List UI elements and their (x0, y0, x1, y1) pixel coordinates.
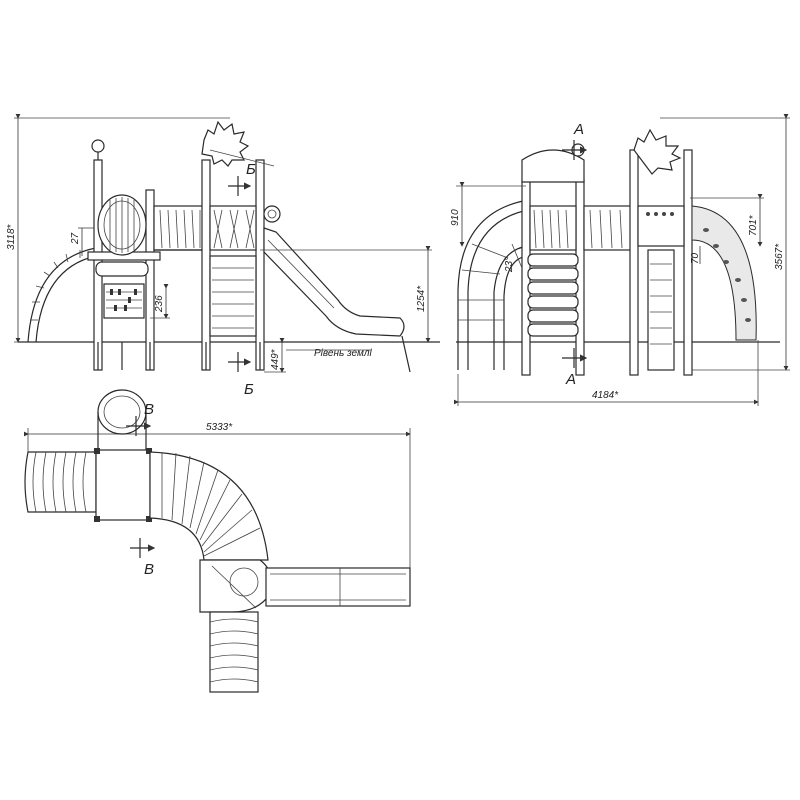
arch-climber-end (457, 199, 529, 370)
bridge-side (153, 205, 205, 251)
side-view: 3118* (6, 114, 440, 398)
section-label-a-bottom: А (565, 371, 576, 388)
plan-curved-bridge (149, 451, 269, 561)
dim-label-4184: 4184* (592, 390, 619, 401)
section-label-b-top: Б (246, 161, 256, 178)
telescope-icon (263, 205, 281, 223)
tower-left (87, 139, 161, 371)
section-label-v-top: В (144, 401, 154, 418)
section-marker-v-top: В (126, 401, 154, 436)
section-label-v-bottom: В (144, 561, 154, 578)
dim-910: 910 (450, 182, 526, 247)
section-label-b-bottom: Б (244, 381, 254, 398)
section-marker-b-top: Б (209, 149, 275, 196)
dim-label-23: 23° (504, 257, 515, 273)
plan-tube-slide (209, 611, 259, 693)
slide-side (263, 227, 411, 373)
dim-449: 449* (264, 338, 286, 373)
dim-23: 23° (504, 243, 523, 273)
plan-view: 5333* (24, 389, 411, 693)
dim-label-910: 910 (450, 209, 461, 226)
ground-level-label: Рівень землі (286, 348, 372, 359)
section-marker-a-bottom: А (562, 348, 588, 388)
dim-label-70: 70 (690, 252, 701, 264)
dim-label-701: 701* (748, 214, 759, 236)
bridge-end (583, 205, 635, 251)
dim-label-449: 449* (270, 348, 281, 370)
section-marker-a-top: А (562, 121, 588, 160)
dim-label-3118: 3118* (6, 223, 17, 250)
steering-wheel-icon (91, 139, 105, 153)
dim-236: 236 (150, 284, 170, 319)
dim-label-27: 27 (70, 232, 81, 245)
dim-701: 701* (690, 194, 764, 247)
plan-tunnel-left (24, 451, 97, 513)
dim-27: 27 (70, 227, 94, 256)
section-marker-v-bottom: В (130, 538, 156, 578)
dim-4184: 4184* (454, 340, 759, 406)
dim-1254: 1254* (260, 246, 432, 343)
tower-right-end (629, 128, 757, 376)
tower-right (201, 120, 281, 371)
plan-platform-right (199, 559, 273, 613)
dim-70: 70 (690, 246, 701, 264)
dim-3567: 3567* (660, 114, 790, 371)
dim-5333: 5333* (24, 422, 411, 568)
tower-center-end (521, 143, 585, 376)
section-label-a-top: А (573, 121, 584, 138)
plan-arch-ring (97, 389, 147, 450)
dim-label-1254: 1254* (416, 285, 427, 312)
ground-level-text: Рівень землі (314, 348, 372, 359)
dim-label-5333: 5333* (206, 422, 233, 433)
plan-slide-straight (265, 567, 411, 607)
end-view: 910 23° 701* 70 3567* 4184* (450, 114, 790, 406)
plan-platform-left (95, 449, 151, 521)
roof-sun-icon-end (633, 128, 682, 175)
dim-label-236: 236 (154, 295, 165, 313)
arch-climber-left (27, 247, 97, 343)
dim-label-3567: 3567* (774, 243, 785, 270)
roof-sun-icon (201, 120, 250, 167)
section-marker-b-bottom: Б (228, 352, 254, 398)
